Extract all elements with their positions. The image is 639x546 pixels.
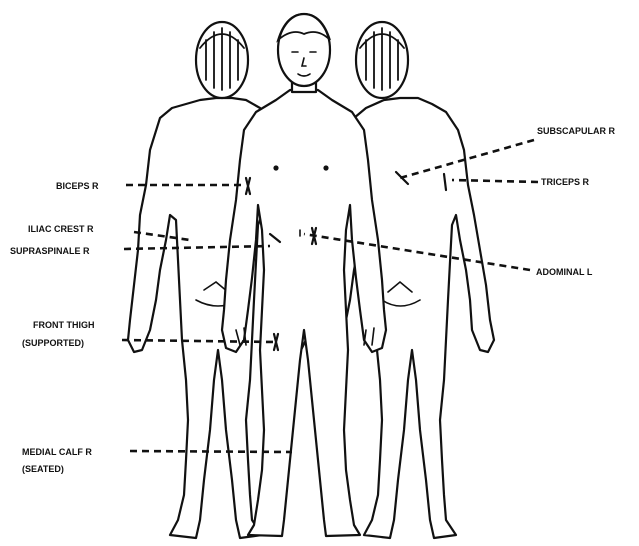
medial-calf-label: MEDIAL CALF R bbox=[22, 447, 92, 457]
subscapular-label: SUBSCAPULAR R bbox=[537, 126, 616, 136]
biceps-label: BICEPS R bbox=[56, 181, 99, 191]
iliac-crest-label: ILIAC CREST R bbox=[28, 224, 94, 234]
supraspinale-label: SUPRASPINALE R bbox=[10, 246, 90, 256]
center-figure-left-nipple bbox=[273, 165, 278, 170]
medial-calf-leader bbox=[130, 451, 292, 452]
abdominal-label: ADOMINAL L bbox=[536, 267, 593, 277]
front-thigh-note: (SUPPORTED) bbox=[22, 338, 84, 348]
medial-calf-note: (SEATED) bbox=[22, 464, 64, 474]
front-thigh-label: FRONT THIGH bbox=[33, 320, 95, 330]
center-figure-right-nipple bbox=[323, 165, 328, 170]
triceps-label: TRICEPS R bbox=[541, 177, 590, 187]
right-figure-back-view bbox=[322, 22, 494, 538]
